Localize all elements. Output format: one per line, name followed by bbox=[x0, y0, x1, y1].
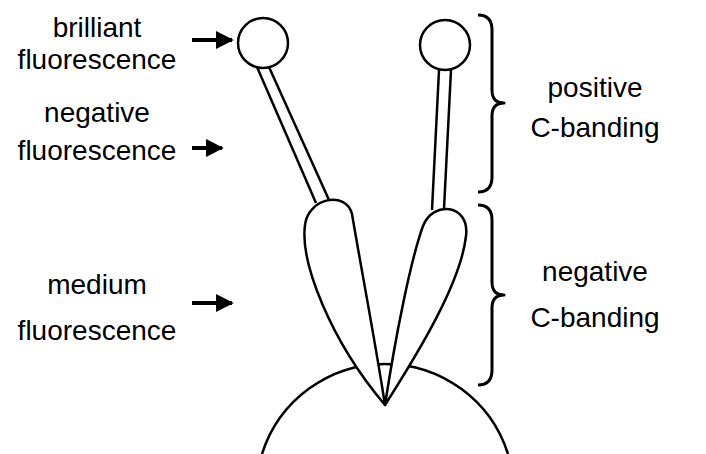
label-line: C-banding bbox=[510, 108, 680, 148]
satellite bbox=[238, 18, 288, 68]
arc-body bbox=[262, 364, 508, 454]
label-line: negative bbox=[510, 249, 680, 295]
label-line: brilliant bbox=[2, 12, 192, 44]
fluorescence-label: medium fluorescence bbox=[2, 262, 192, 354]
bracket bbox=[478, 15, 504, 192]
label-line: fluorescence bbox=[2, 308, 192, 354]
banding-label: positive C-banding bbox=[510, 68, 680, 148]
satellite bbox=[420, 20, 470, 70]
chromatid-arm bbox=[304, 200, 385, 405]
fluorescence-label: negative fluorescence bbox=[2, 94, 192, 170]
stalk bbox=[269, 67, 329, 200]
banding-label: negative C-banding bbox=[510, 249, 680, 341]
label-line: C-banding bbox=[510, 295, 680, 341]
label-line: negative bbox=[2, 94, 192, 132]
stalk bbox=[432, 70, 439, 210]
stalk bbox=[444, 70, 451, 209]
pointer-arrow bbox=[192, 146, 222, 150]
label-line: fluorescence bbox=[2, 132, 192, 170]
pointer-arrow bbox=[192, 38, 232, 42]
chromatid-arm bbox=[385, 209, 466, 405]
label-line: medium bbox=[2, 262, 192, 308]
bracket bbox=[478, 205, 504, 385]
pointer-arrow bbox=[192, 301, 232, 305]
label-line: positive bbox=[510, 68, 680, 108]
stalk bbox=[257, 67, 316, 203]
label-line: fluorescence bbox=[2, 44, 192, 76]
fluorescence-label: brilliant fluorescence bbox=[2, 12, 192, 76]
